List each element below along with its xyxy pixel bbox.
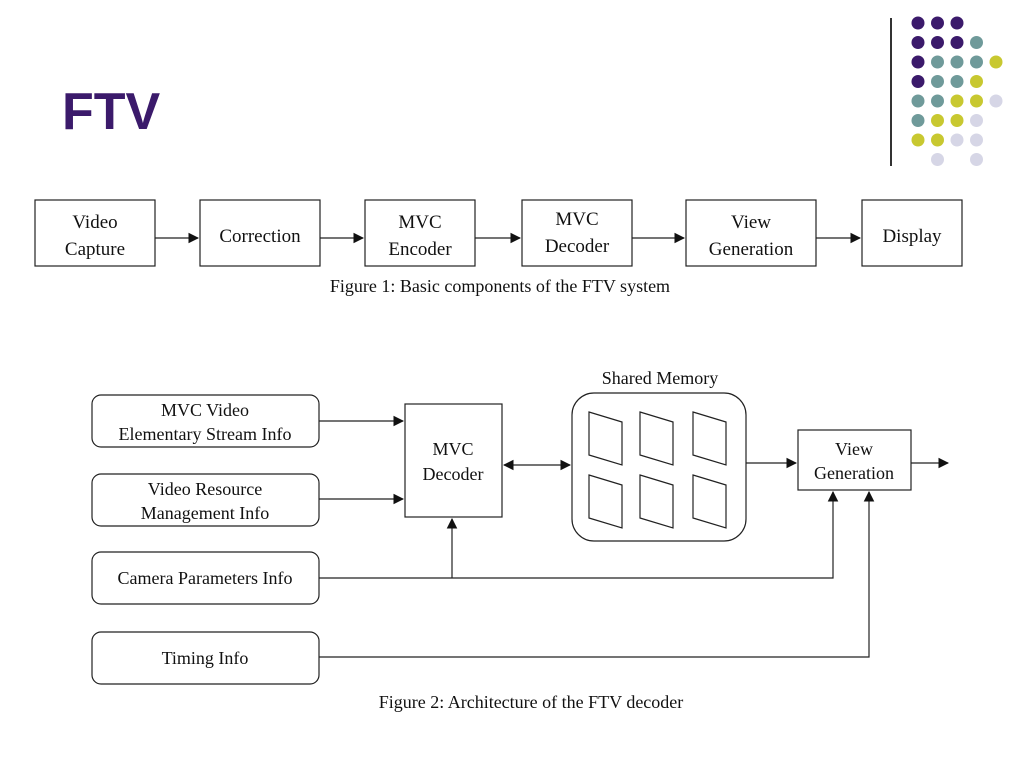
decorative-dot-grid bbox=[911, 16, 1003, 166]
memory-frame bbox=[588, 474, 623, 529]
fig1-caption: Figure 1: Basic components of the FTV sy… bbox=[330, 276, 670, 296]
decorative-dot bbox=[970, 36, 983, 49]
fig2-label-timing: Timing Info bbox=[162, 648, 249, 668]
fig1-label-video-capture-l2: Capture bbox=[65, 239, 125, 260]
decorative-dot bbox=[911, 36, 925, 49]
fig2-caption: Figure 2: Architecture of the FTV decode… bbox=[379, 692, 684, 712]
decorative-dot bbox=[911, 16, 925, 30]
decorative-dot bbox=[931, 94, 944, 108]
fig2-label-camera: Camera Parameters Info bbox=[118, 568, 293, 588]
decorative-dot bbox=[931, 36, 944, 49]
decorative-dot bbox=[950, 114, 964, 127]
fig1-box-display bbox=[861, 199, 963, 267]
decorative-dot bbox=[970, 55, 983, 69]
fig2-box-mvc-decoder bbox=[404, 403, 503, 518]
fig2-label-resource-l1: Video Resource bbox=[148, 479, 262, 499]
decorative-dot bbox=[970, 94, 983, 108]
decorative-dot bbox=[911, 133, 925, 147]
fig1-label-display: Display bbox=[882, 226, 942, 247]
fig2-label-resource-l2: Management Info bbox=[141, 503, 269, 523]
fig1-label-view-generation-l2: Generation bbox=[709, 239, 794, 260]
decorative-dot bbox=[931, 55, 944, 69]
fig2-label-shared-memory: Shared Memory bbox=[602, 368, 718, 388]
fig2-label-decoder-l1: MVC bbox=[432, 439, 473, 459]
fig2-box-resource-info bbox=[91, 473, 320, 527]
decorative-dot bbox=[970, 75, 983, 88]
fig2-box-timing-info bbox=[91, 631, 320, 685]
fig1-box-correction bbox=[199, 199, 321, 267]
decorative-dot bbox=[970, 133, 983, 147]
decorative-dot bbox=[931, 153, 944, 166]
decorative-dot bbox=[989, 94, 1003, 108]
memory-frame bbox=[588, 411, 623, 466]
slide-title: FTV bbox=[62, 83, 161, 141]
fig2-box-view-generation bbox=[797, 429, 912, 491]
fig2-label-viewgen-l2: Generation bbox=[814, 463, 894, 483]
figure2 bbox=[91, 392, 950, 685]
fig1-label-mvc-decoder-l2: Decoder bbox=[545, 236, 610, 257]
decorative-dot bbox=[931, 133, 944, 147]
decorative-dot bbox=[950, 55, 964, 69]
fig1-label-video-capture-l1: Video bbox=[72, 212, 117, 233]
decorative-dot bbox=[911, 114, 925, 127]
decorative-dot bbox=[950, 16, 964, 30]
fig1-label-correction: Correction bbox=[219, 226, 301, 247]
decorative-dot bbox=[911, 75, 925, 88]
decorative-dot bbox=[950, 133, 964, 147]
memory-frames bbox=[588, 411, 727, 529]
fig2-label-decoder-l2: Decoder bbox=[423, 464, 484, 484]
fig1-label-mvc-encoder-l2: Encoder bbox=[388, 239, 452, 260]
decorative-dot bbox=[931, 16, 944, 30]
decorative-divider bbox=[890, 18, 892, 166]
decorative-dot bbox=[970, 114, 983, 127]
decorative-dot bbox=[950, 36, 964, 49]
fig1-box-mvc-decoder bbox=[521, 199, 633, 267]
figure1 bbox=[34, 199, 963, 267]
memory-frame bbox=[692, 474, 727, 529]
fig1-box-view-generation bbox=[685, 199, 817, 267]
fig2-label-stream-l1: MVC Video bbox=[161, 400, 249, 420]
fig1-label-mvc-decoder-l1: MVC bbox=[555, 209, 598, 230]
decorative-dot bbox=[931, 75, 944, 88]
decorative-dot bbox=[950, 75, 964, 88]
fig2-arrow-timing-to-viewgen bbox=[319, 490, 875, 658]
decorative-dot bbox=[970, 153, 983, 166]
decorative-dot bbox=[950, 94, 964, 108]
fig2-label-stream-l2: Elementary Stream Info bbox=[119, 424, 292, 444]
decorative-dot bbox=[989, 55, 1003, 69]
decorative-dot bbox=[911, 94, 925, 108]
decorative-dot bbox=[911, 55, 925, 69]
fig2-label-viewgen-l1: View bbox=[835, 439, 873, 459]
fig1-box-mvc-encoder bbox=[364, 199, 476, 267]
memory-frame bbox=[692, 411, 727, 466]
decorative-dot bbox=[931, 114, 944, 127]
fig1-label-view-generation-l1: View bbox=[731, 212, 771, 233]
memory-frame bbox=[639, 474, 674, 529]
memory-frame bbox=[639, 411, 674, 466]
fig2-box-shared-memory bbox=[571, 392, 747, 542]
fig1-box-video-capture bbox=[34, 199, 156, 267]
fig1-label-mvc-encoder-l1: MVC bbox=[398, 212, 441, 233]
fig2-arrow-camera-to-viewgen bbox=[319, 490, 839, 579]
